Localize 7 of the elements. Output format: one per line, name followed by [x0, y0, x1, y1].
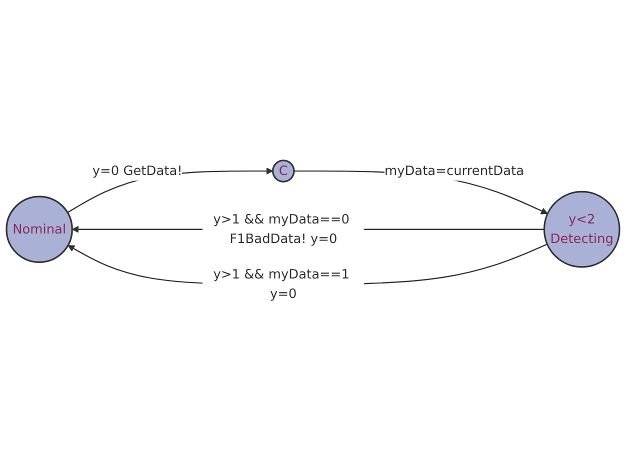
edge-label: y>1 && myData==0 F1BadData! y=0 [213, 211, 350, 246]
edge-label: myData=currentData [384, 162, 524, 178]
edge-label: y=0 GetData! [92, 162, 182, 178]
edge-label: y>1 && myData==1 y=0 [213, 266, 350, 302]
node-circle: C [272, 160, 295, 182]
node-circle: Nominal [6, 196, 73, 263]
node-circle: y<2 Detecting [543, 190, 620, 268]
